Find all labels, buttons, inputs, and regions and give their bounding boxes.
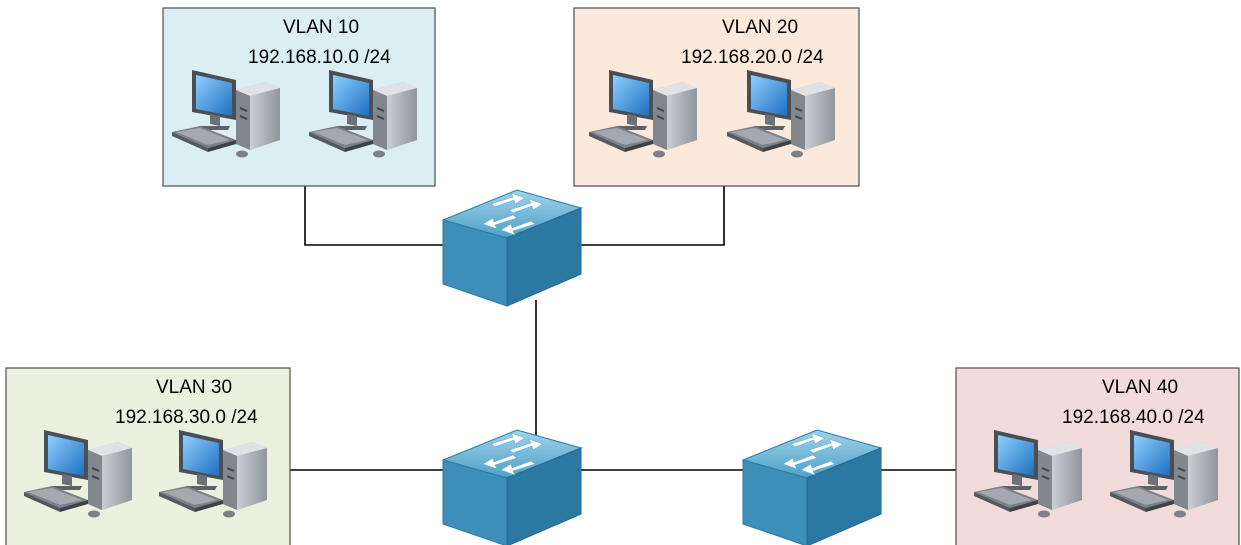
vlan-20-name: VLAN 20 xyxy=(722,17,798,38)
vlan-10-name: VLAN 10 xyxy=(283,17,359,38)
switch-icon xyxy=(442,429,582,545)
vlan-20-subnet: 192.168.20.0 /24 xyxy=(681,47,824,68)
vlan-30-name: VLAN 30 xyxy=(156,377,232,398)
switch-icon xyxy=(742,429,882,545)
vlan-10-subnet: 192.168.10.0 /24 xyxy=(248,47,391,68)
vlan-40-box: VLAN 40 192.168.40.0 /24 xyxy=(955,367,1240,545)
link-vlan10-to-core-switch xyxy=(304,186,445,246)
vlan-30-box: VLAN 30 192.168.30.0 /24 xyxy=(5,367,291,545)
vlan-10-box: VLAN 10 192.168.10.0 /24 xyxy=(162,7,436,187)
switch-icon xyxy=(442,189,582,307)
vlan-30-subnet: 192.168.30.0 /24 xyxy=(115,407,258,428)
link-vlan20-to-core-switch xyxy=(578,186,725,246)
vlan-20-box: VLAN 20 192.168.20.0 /24 xyxy=(573,7,860,187)
vlan-40-name: VLAN 40 xyxy=(1102,377,1178,398)
network-links xyxy=(290,186,956,471)
vlan-40-subnet: 192.168.40.0 /24 xyxy=(1062,407,1205,428)
